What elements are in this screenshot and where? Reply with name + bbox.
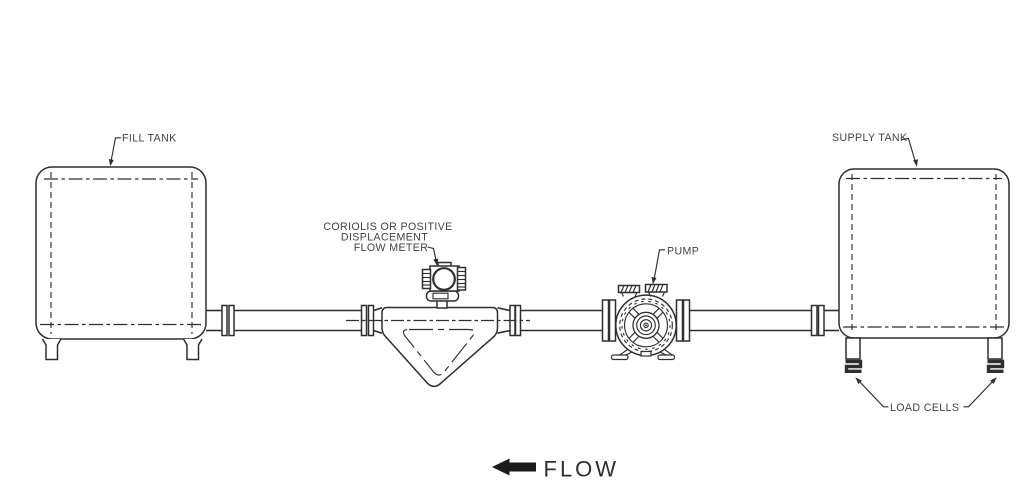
- load-cells-right-leader-line: [963, 379, 995, 408]
- flow-meter-transmitter: [421, 261, 467, 309]
- fill-tank-left-foot: [41, 338, 62, 361]
- fill-tank-label: FILL TANK: [122, 133, 177, 145]
- pump-top-ports: [617, 283, 668, 297]
- flow-meter-leader-arrowhead: [433, 258, 439, 266]
- flow-meter-label-line1: CORIOLIS OR POSITIVE: [323, 221, 452, 233]
- flow-meter-label-line2: DISPLACEMENT: [341, 232, 428, 244]
- flow-direction: FLOW: [492, 457, 620, 482]
- fill-tank-leader-arrowhead: [108, 159, 114, 167]
- flow-label: FLOW: [544, 457, 620, 482]
- pump-label: PUMP: [667, 246, 699, 258]
- load-cells-right-leader-arrowhead: [990, 377, 997, 384]
- transmitter-display: [432, 267, 456, 291]
- fill-tank-right-foot: [182, 338, 203, 361]
- fill-tank-leader-line: [110, 137, 121, 163]
- fill-tank: [35, 166, 207, 361]
- flow-meter-inner-tube: [402, 328, 475, 376]
- pump: [601, 283, 691, 361]
- coriolis-flow-meter: [346, 261, 530, 388]
- pump-cross-braces: [628, 308, 664, 343]
- pump-leader-arrowhead: [651, 276, 657, 285]
- supply-tank-leader-arrowhead: [913, 159, 918, 167]
- flow-meter-leader-line: [427, 246, 437, 263]
- supply-tank: [838, 168, 1010, 373]
- load-cells-left-leader-line: [857, 379, 889, 408]
- flow-meter-body: [381, 306, 499, 388]
- fill-tank-body: [35, 166, 207, 340]
- supply-tank-leader-line: [901, 137, 917, 164]
- supply-tank-label: SUPPLY TANK: [832, 132, 907, 144]
- annotations: FILL TANK CORIOLIS OR POSITIVE DISPLACEM…: [108, 132, 997, 414]
- supply-tank-body: [838, 168, 1010, 339]
- right-load-cell: [986, 359, 1005, 373]
- flange-near-supply-tank: [810, 304, 825, 337]
- supply-tank-left-foot: [845, 337, 861, 360]
- flange-near-fill-tank: [221, 304, 235, 337]
- flow-left-arrow-icon: [492, 458, 536, 476]
- supply-tank-right-foot: [987, 337, 1003, 360]
- load-cells-left-leader-arrowhead: [855, 377, 862, 384]
- load-cells-label: LOAD CELLS: [890, 402, 959, 414]
- left-load-cell: [844, 359, 863, 373]
- pump-leader-line: [653, 249, 665, 282]
- flow-meter-label-line3: FLOW METER: [354, 242, 429, 254]
- pump-feet: [610, 349, 676, 361]
